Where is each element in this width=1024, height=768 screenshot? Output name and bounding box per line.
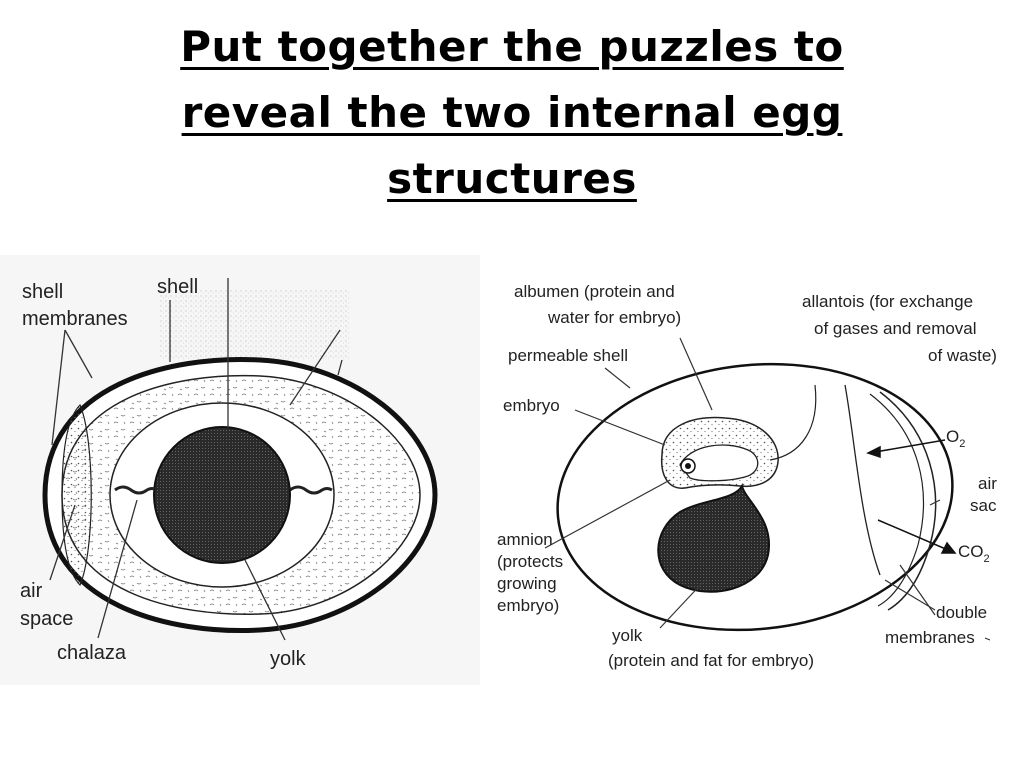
label-shell: shell <box>157 276 198 298</box>
right-embryo-pupil <box>685 463 691 469</box>
label-amnion-4: embryo) <box>497 596 559 615</box>
label-double-membranes-1: double <box>936 603 987 622</box>
label-permeable-shell: permeable shell <box>508 346 628 365</box>
title-line-1: Put together the puzzles to <box>180 22 844 71</box>
label-co2: CO2 <box>958 542 990 565</box>
left-leader-lines <box>49 278 343 641</box>
gas-exchange-arrows <box>866 439 957 554</box>
right-allantois-stalk <box>769 384 817 461</box>
label-air-sac-2: sac <box>970 496 997 515</box>
right-shell <box>556 362 954 632</box>
label-amnion-1: amnion <box>497 530 553 549</box>
label-embryo: embryo <box>503 396 560 415</box>
right-leader-lines <box>544 337 991 641</box>
right-membrane-outer <box>879 391 937 611</box>
title-line-3: structures <box>387 154 637 203</box>
right-allantois <box>844 384 881 576</box>
left-scan-noise <box>160 290 350 360</box>
label-amnion-3: growing <box>497 574 557 593</box>
label-shell-membranes-2: membranes <box>22 308 128 330</box>
label-air-space-2: space <box>20 608 73 630</box>
label-double-membranes-2: membranes <box>885 628 975 647</box>
right-egg-diagram: albumen (protein and water for embryo) a… <box>497 282 997 670</box>
label-albumen-2: water for embryo) <box>547 308 681 327</box>
label-chalaza: chalaza <box>57 642 127 664</box>
left-chalaza-2 <box>289 485 333 495</box>
label-allantois-1: allantois (for exchange <box>802 292 973 311</box>
label-air-space-1: air <box>20 580 43 602</box>
slide-title: Put together the puzzles to reveal the t… <box>0 14 1024 212</box>
label-allantois-2: of gases and removal <box>814 319 977 338</box>
label-yolk-right-2: (protein and fat for embryo) <box>608 651 814 670</box>
left-egg-diagram: shell membranes shell air space chalaza … <box>0 255 480 685</box>
label-allantois-3: of waste) <box>928 346 997 365</box>
label-o2: O2 <box>946 427 965 450</box>
left-air-space <box>61 403 92 587</box>
label-air-sac-1: air <box>978 474 997 493</box>
title-line-2: reveal the two internal egg <box>181 88 843 137</box>
label-shell-membranes-1: shell <box>22 281 63 303</box>
label-albumen-1: albumen (protein and <box>514 282 675 301</box>
left-yolk <box>153 426 291 564</box>
label-yolk-left: yolk <box>270 648 307 670</box>
left-chalaza-1 <box>114 485 158 495</box>
right-yolk <box>657 483 771 593</box>
label-amnion-2: (protects <box>497 552 563 571</box>
right-embryo <box>679 444 759 482</box>
label-yolk-right-1: yolk <box>612 626 643 645</box>
right-membrane-inner <box>869 393 924 607</box>
